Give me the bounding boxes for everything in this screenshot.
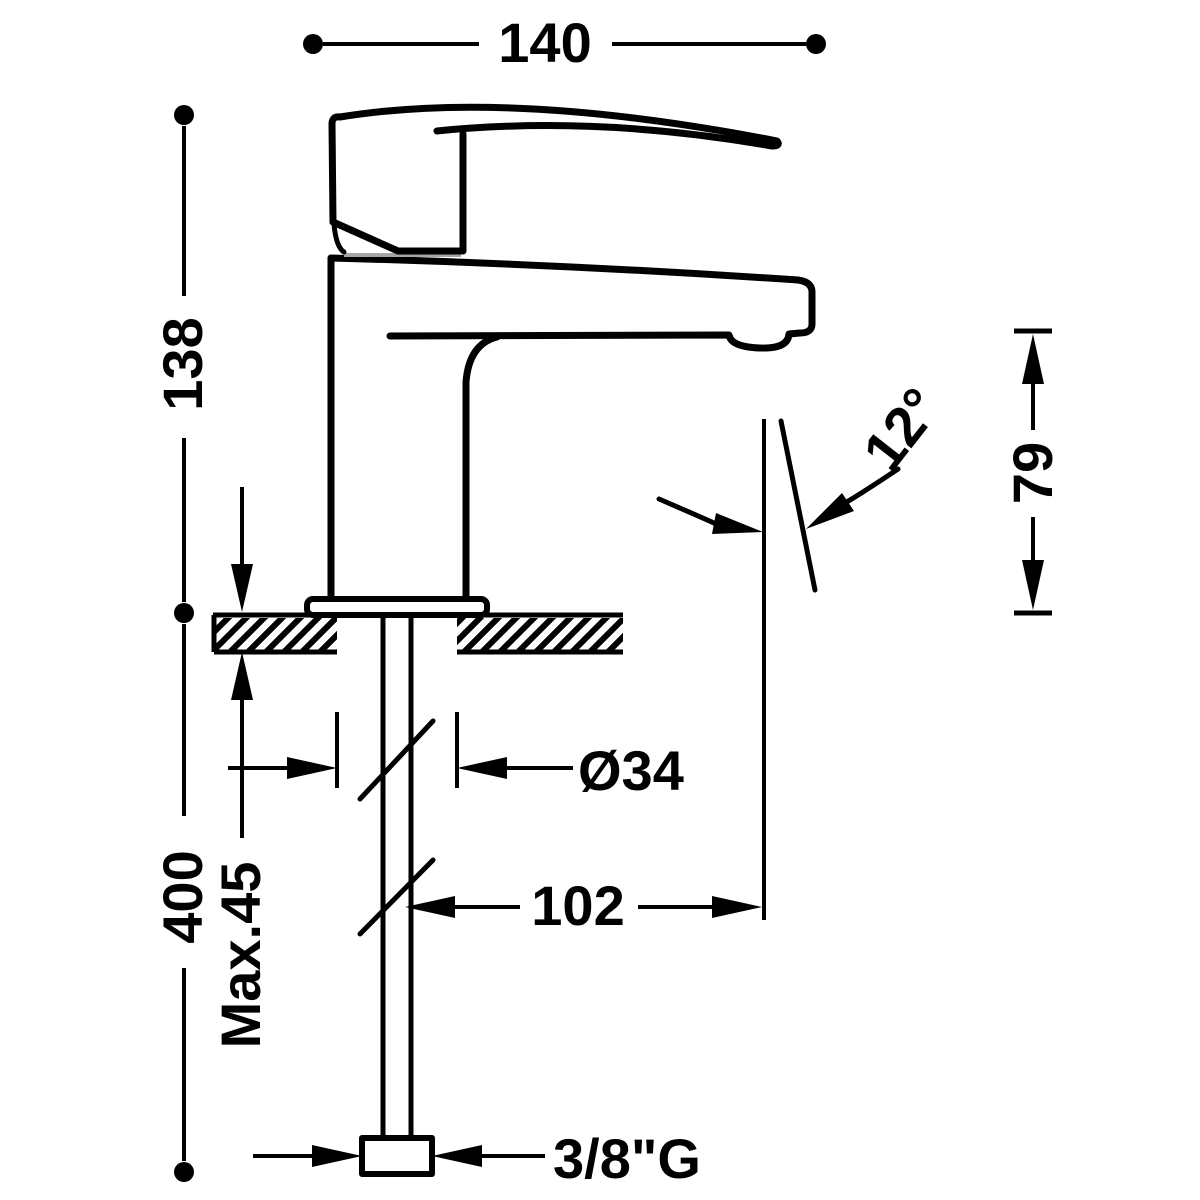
dim-label-spout-reach: 102 [531,874,624,937]
deck-hatch-left [214,618,337,652]
angle-tilted-line [778,418,818,593]
dim-label-spout-height: 79 [1001,442,1064,504]
dimension-spout-height: 79 [1001,328,1064,616]
dim-dot-top [174,105,194,125]
arrow-up-icon [1022,334,1044,384]
thread-callout: 3/8"G [253,1127,701,1190]
handle-base-bottom [329,218,465,255]
handle-base-corner-arc [331,221,347,255]
dimension-max-deck-thickness: Max.45 [209,487,272,1048]
countertop-section [211,612,623,655]
dim-label-spout-angle: 12° [851,376,953,482]
base-plate [304,596,490,618]
hose-break-mark-upper [357,718,436,802]
arrow-down-icon [1022,560,1044,610]
dim-label-below-deck-length: 400 [151,850,214,943]
spout-bottom-edge [386,329,804,352]
supply-hose [357,612,436,1177]
arrow-left-icon [457,757,507,779]
dim-label-thread: 3/8"G [553,1127,701,1190]
dimension-below-deck-length: 400 [151,624,214,1182]
dimension-overall-width: 140 [303,11,826,74]
arrow-right-icon [712,896,762,918]
arrow-right-icon [287,757,337,779]
lever-blade-outline [328,103,782,226]
dimension-base-diameter: Ø34 [228,712,684,802]
arrow-right-icon [712,513,763,534]
dim-dot-bottom [174,603,194,623]
faucet-body [304,254,816,618]
arrow-right-icon [312,1145,362,1167]
dimension-body-height: 138 [151,105,214,623]
dim-label-max-deck-thickness: Max.45 [209,862,272,1049]
arrow-down-icon [231,564,253,612]
hose-break-mark-lower [357,857,436,937]
deck-hatch-right [457,618,623,652]
arrow-left-icon [432,1145,482,1167]
dim-label-body-height: 138 [151,317,214,410]
dim-dot-bottom [174,1162,194,1182]
angle-arc-right [842,466,901,506]
dim-dot-right [806,34,826,54]
angle-arc-left [656,496,719,527]
dim-dot-left [303,34,323,54]
arrow-left-icon [806,493,854,529]
dim-label-base-diameter: Ø34 [578,739,684,802]
hose-connector-fitting [359,1135,435,1177]
dim-label-overall-width: 140 [498,11,591,74]
dimension-spout-reach: 102 [405,874,762,937]
handle-lever [328,103,782,257]
dimension-spout-angle: 12° [656,376,953,920]
column-front-edge [462,333,501,603]
arrow-left-icon [405,896,455,918]
arrow-up-icon [231,652,253,700]
spout-top-edge [327,254,816,337]
